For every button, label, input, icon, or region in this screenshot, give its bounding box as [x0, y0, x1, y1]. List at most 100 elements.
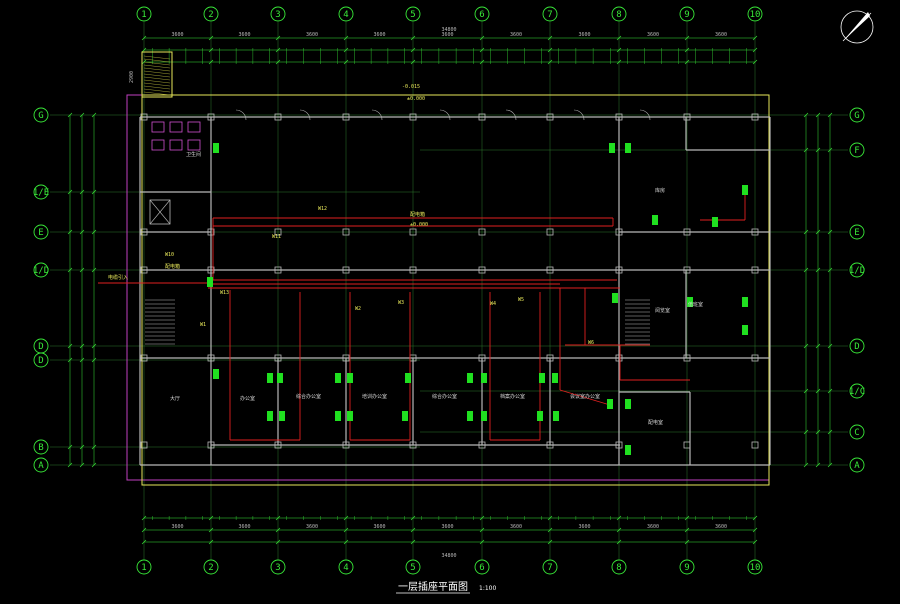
structural-column	[140, 113, 148, 121]
socket-symbol	[207, 277, 213, 287]
structural-column	[409, 113, 417, 121]
room-label: 大厅	[170, 395, 180, 402]
structural-column	[546, 228, 554, 236]
structural-column	[140, 266, 148, 274]
axis-label-col-8: 8	[616, 563, 621, 573]
dim-tick	[803, 112, 809, 118]
building-outline-yellow	[141, 94, 770, 486]
toilet-fixture	[169, 121, 183, 133]
axis-label-col-10: 10	[750, 563, 761, 573]
drawing-title: 一层插座平面图 1:100	[396, 580, 496, 594]
door-arc	[573, 109, 585, 121]
dim-total-top: 34800	[441, 27, 456, 33]
structural-column	[751, 441, 759, 449]
structural-column	[342, 266, 350, 274]
axis-label-row-right: E	[854, 228, 859, 238]
structural-column	[342, 228, 350, 236]
level-mark-top-2: ±0.000	[407, 96, 425, 102]
axis-label-row-left: G	[38, 111, 43, 121]
socket-symbol	[712, 217, 718, 227]
room-label: 档案办公室	[500, 393, 525, 400]
socket-symbol	[607, 399, 613, 409]
circuit-tag: W3	[398, 300, 404, 306]
axis-bubble-col-7	[542, 559, 558, 575]
wire-run	[559, 389, 611, 406]
elevator-x	[149, 199, 171, 225]
socket-symbol	[347, 373, 353, 383]
structural-column	[683, 228, 691, 236]
structural-column	[207, 354, 215, 362]
dim-tick	[803, 229, 809, 235]
socket-symbol	[625, 445, 631, 455]
cable-entry-label: 电缆引入	[108, 274, 128, 281]
structural-column	[615, 266, 623, 274]
axis-label-row-left: D	[38, 342, 43, 352]
axis-bubble-row-right	[849, 142, 865, 158]
axis-label-col-3: 3	[275, 10, 280, 20]
axis-label-col-7: 7	[547, 563, 552, 573]
axis-label-col-2: 2	[208, 10, 213, 20]
dim-text-bottom: 3600	[306, 524, 318, 530]
dim-tick	[67, 189, 73, 195]
structural-column	[274, 354, 282, 362]
dim-tick	[410, 35, 416, 41]
dim-tick	[752, 35, 758, 41]
axis-label-col-7: 7	[547, 10, 552, 20]
circuit-tag: W12	[318, 206, 327, 212]
axis-bubble-row-left	[33, 107, 49, 123]
dim-tick	[616, 59, 622, 65]
dim-tick	[67, 444, 73, 450]
socket-symbol	[405, 373, 411, 383]
socket-symbol	[335, 373, 341, 383]
dim-tick	[208, 47, 214, 53]
structural-column	[140, 441, 148, 449]
ramp-hatch	[143, 85, 171, 90]
dim-tick	[547, 527, 553, 533]
dim-tick	[827, 112, 833, 118]
room-label: 库房	[655, 187, 665, 194]
structural-column	[342, 354, 350, 362]
dim-tick	[752, 539, 758, 545]
axis-bubble-row-left	[33, 439, 49, 455]
dim-tick	[67, 343, 73, 349]
dim-tick	[141, 539, 147, 545]
height-dimension: 2900	[129, 71, 135, 83]
socket-symbol	[537, 411, 543, 421]
axis-label-col-4: 4	[343, 563, 348, 573]
socket-symbol	[267, 373, 273, 383]
dim-tick	[343, 35, 349, 41]
ramp-hatch	[143, 64, 171, 69]
room-label: 阅览室	[655, 307, 670, 314]
dim-tick	[410, 515, 416, 521]
dim-tick	[547, 59, 553, 65]
circuit-tag: W4	[490, 301, 496, 307]
axis-label-row-right: C	[854, 428, 859, 438]
drawing-title-text: 一层插座平面图	[398, 580, 468, 593]
circuit-tag: W13	[220, 290, 229, 296]
door-arc	[505, 109, 517, 121]
axis-bubble-col-6	[474, 6, 490, 22]
dim-tick	[752, 515, 758, 521]
axis-label-row-left: 1/D	[33, 266, 49, 276]
axis-label-row-right: 1/C	[849, 387, 865, 397]
axis-label-row-left: A	[38, 461, 44, 471]
dim-tick	[479, 515, 485, 521]
dim-tick	[815, 429, 821, 435]
structural-column	[207, 266, 215, 274]
socket-symbol	[652, 215, 658, 225]
dim-tick	[343, 47, 349, 53]
structural-column	[683, 354, 691, 362]
toilet-fixture	[187, 139, 201, 151]
dim-tick	[343, 539, 349, 545]
dim-tick	[67, 267, 73, 273]
axis-bubble-row-right	[849, 338, 865, 354]
dim-text-bottom: 3600	[171, 524, 183, 530]
dim-tick	[815, 229, 821, 235]
room-label: 值班室	[688, 301, 703, 308]
axis-bubble-row-left	[33, 352, 49, 368]
dim-tick	[752, 47, 758, 53]
structural-column	[546, 441, 554, 449]
dim-text-top: 3600	[373, 32, 385, 38]
axis-label-col-1: 1	[141, 563, 146, 573]
